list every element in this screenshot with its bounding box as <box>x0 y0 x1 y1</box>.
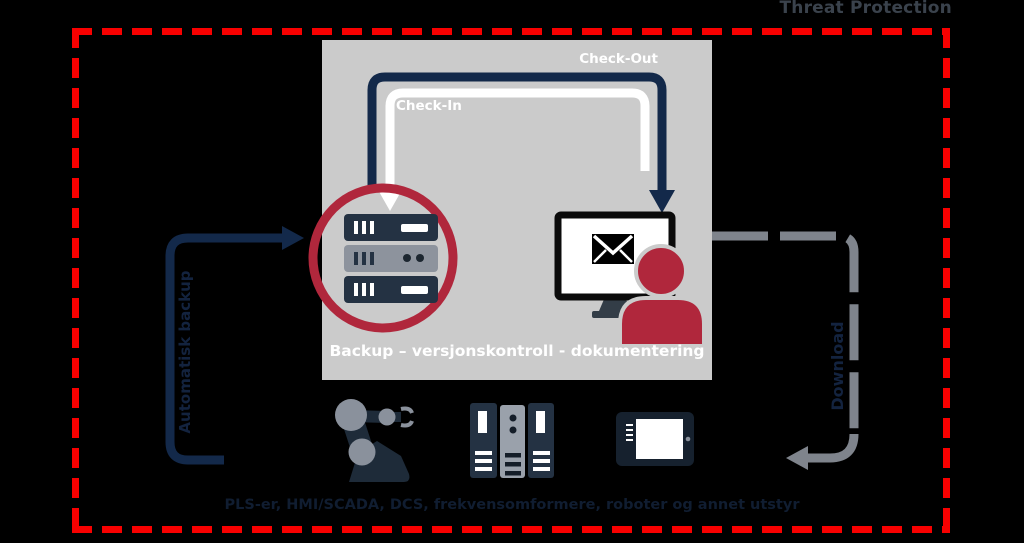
hmi-tablet-icon <box>616 412 694 466</box>
check-out-arrow <box>367 72 675 213</box>
threat-boundary-left <box>72 28 79 533</box>
arrowhead-right <box>282 226 304 250</box>
threat-protection-title: Threat Protection <box>779 0 952 18</box>
download-label: Download <box>828 321 847 411</box>
robot-arm-icon <box>335 399 414 482</box>
highlight-circle <box>308 183 458 333</box>
download-arrow <box>712 231 859 470</box>
check-out-label: Check-Out <box>579 51 658 67</box>
person-icon <box>618 244 706 348</box>
threat-boundary-top <box>72 28 950 35</box>
email-envelope-icon <box>592 234 634 264</box>
automatic-backup-arrow <box>165 226 304 465</box>
arrowhead-left <box>786 446 808 470</box>
monitor-email-icon <box>554 211 676 318</box>
devices-caption: PLS-er, HMI/SCADA, DCS, frekvensomformer… <box>224 497 800 513</box>
server-rack-icon <box>344 214 438 303</box>
automatic-backup-label: Automatisk backup <box>176 270 194 434</box>
arrowhead-down <box>649 190 675 213</box>
threat-boundary-right <box>943 28 950 533</box>
panel-caption: Backup – versjonskontroll - dokumenterin… <box>329 342 705 360</box>
threat-boundary-bottom <box>72 526 950 533</box>
plc-rack-icon <box>470 403 554 478</box>
check-in-label: Check-In <box>396 98 462 114</box>
